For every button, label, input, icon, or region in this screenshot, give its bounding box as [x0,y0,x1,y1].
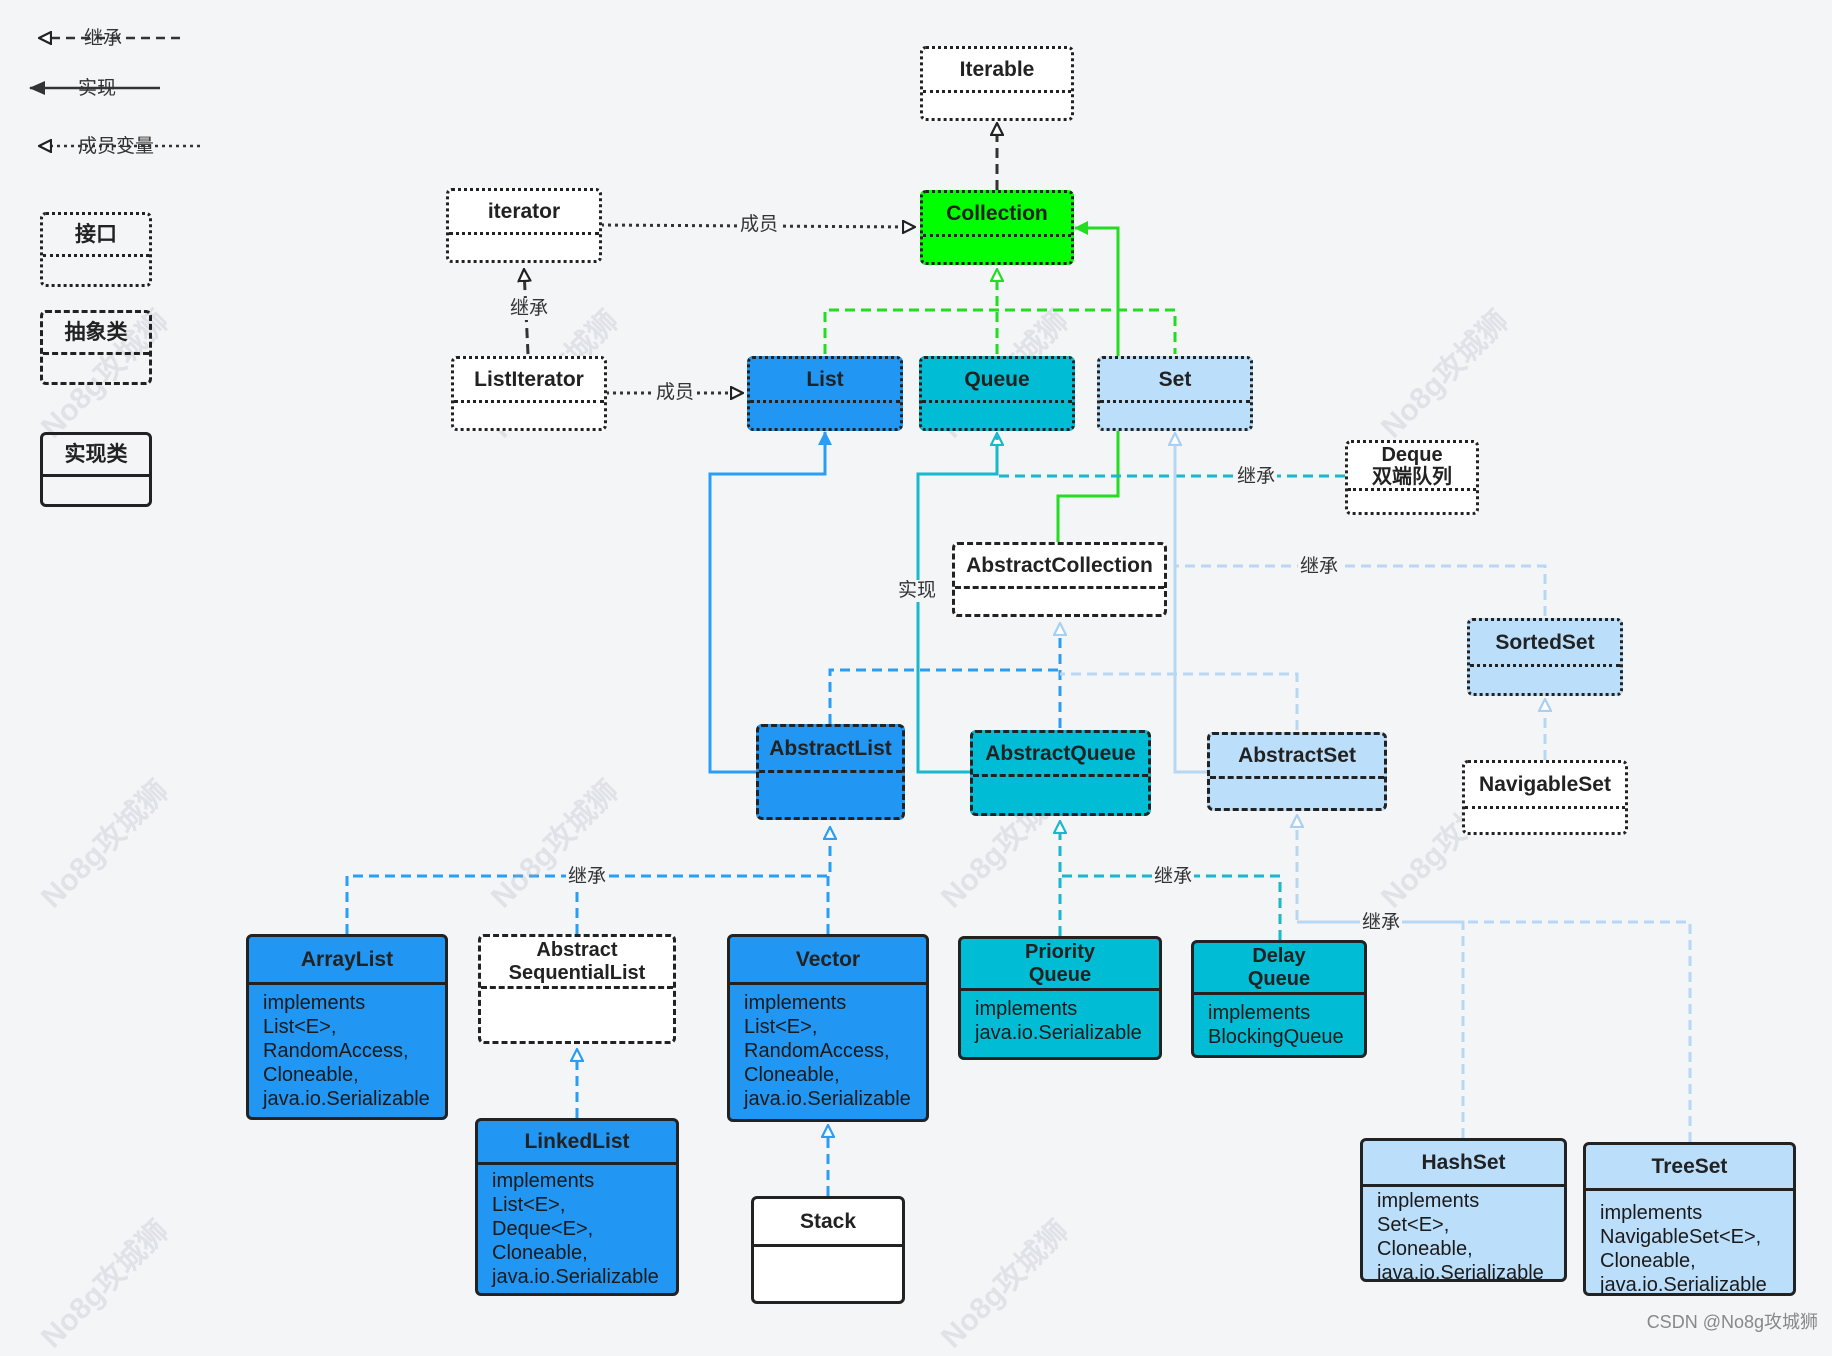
node-iterator[interactable]: iterator [446,188,602,263]
node-title: Delay Queue [1194,943,1364,995]
node-title: Abstract SequentialList [481,937,673,989]
node-title: Vector [730,937,926,985]
node-stack[interactable]: Stack [751,1196,905,1304]
node-body: implements NavigableSet<E>, Cloneable, j… [1600,1202,1767,1296]
node-body: implements List<E>, Deque<E>, Cloneable,… [492,1170,659,1288]
node-set[interactable]: Set [1097,356,1253,431]
legend-member-label: 成员变量 [78,136,155,157]
node-deque[interactable]: Deque 双端队列 [1345,440,1479,515]
node-title: List [750,359,900,403]
node-collection[interactable]: Collection [920,190,1074,265]
node-listiterator[interactable]: ListIterator [451,356,607,431]
edge-arraylist-abstractlist [345,874,830,934]
node-body: implements List<E>, RandomAccess, Clonea… [744,992,911,1110]
edge-label-inherit: 继承 [1152,866,1195,888]
edge-listiterator-iterator [524,270,528,355]
node-title: Iterable [923,49,1071,93]
edge-abstractlist-abstractcollection [828,668,1060,724]
node-priorityqueue[interactable]: Priority Queue implements java.io.Serial… [958,936,1162,1060]
legend-impl-label: 实现类 [43,435,149,477]
edge-label-inherit: 继承 [1298,556,1341,578]
edge-label-member: 成员 [654,382,697,404]
node-abstractset[interactable]: AbstractSet [1207,732,1387,811]
node-body: implements List<E>, RandomAccess, Clonea… [263,992,430,1110]
node-title: AbstractSet [1210,735,1384,779]
node-queue[interactable]: Queue [919,356,1075,431]
node-title: Set [1100,359,1250,403]
node-linkedlist[interactable]: LinkedList implements List<E>, Deque<E>,… [475,1118,679,1296]
node-delayqueue[interactable]: Delay Queue implements BlockingQueue [1191,940,1367,1058]
edge-delayqueue-abstractqueue [1060,874,1282,940]
node-abstractqueue[interactable]: AbstractQueue [970,730,1151,816]
legend-inherit-label: 继承 [84,28,123,49]
edge-abstractset-abstractcollection [1060,672,1299,730]
legend-abstract-box: 抽象类 [40,310,152,385]
legend-interface-label: 接口 [43,215,149,257]
node-title: HashSet [1363,1141,1564,1187]
legend-abstract-label: 抽象类 [43,313,149,355]
node-title: ArrayList [249,937,445,985]
node-title: SortedSet [1470,621,1620,667]
node-title: TreeSet [1586,1145,1793,1191]
edge-treeset-abstractset [1297,920,1692,1142]
edge-label-inherit: 继承 [566,866,609,888]
edge-vector-abstractlist [828,828,830,934]
node-title: iterator [449,191,599,235]
node-body: implements java.io.Serializable [975,998,1142,1044]
node-vector[interactable]: Vector implements List<E>, RandomAccess,… [727,934,929,1122]
node-title: NavigableSet [1465,763,1625,809]
legend-implement-label: 实现 [78,78,117,99]
node-title: Collection [923,193,1071,237]
node-abstractcollection[interactable]: AbstractCollection [952,542,1167,617]
legend-impl-box: 实现类 [40,432,152,507]
legend-interface-box: 接口 [40,212,152,287]
edge-deque-queue [995,436,1345,478]
node-body: implements Set<E>, Cloneable, java.io.Se… [1377,1190,1544,1282]
node-body: implements BlockingQueue [1208,1002,1344,1048]
edge-label-inherit: 继承 [1235,466,1278,488]
node-title: AbstractQueue [973,733,1148,777]
node-abstractlist[interactable]: AbstractList [756,724,905,820]
node-title: AbstractCollection [955,545,1164,589]
node-abstractsequentiallist[interactable]: Abstract SequentialList [478,934,676,1044]
node-iterable[interactable]: Iterable [920,46,1074,121]
node-title: ListIterator [454,359,604,403]
node-title: Queue [922,359,1072,403]
edge-abstractlist-list [708,431,832,774]
edge-label-implement: 实现 [896,580,939,602]
edge-label-inherit: 继承 [1360,912,1403,934]
edge-list-collection [823,308,1177,354]
node-sortedset[interactable]: SortedSet [1467,618,1623,696]
edge-abstractcollection-collection [1056,221,1120,542]
edge-label-inherit: 继承 [508,298,551,320]
node-arraylist[interactable]: ArrayList implements List<E>, RandomAcce… [246,934,448,1120]
edge-label-member: 成员 [738,214,781,236]
node-treeset[interactable]: TreeSet implements NavigableSet<E>, Clon… [1583,1142,1796,1296]
edge-abstractset-set [1175,434,1207,774]
node-title: Deque 双端队列 [1348,443,1476,491]
edge-abstractqueue-queue [916,434,997,774]
credit-text: CSDN @No8g攻城狮 [1646,1312,1818,1332]
node-title: Priority Queue [961,939,1159,991]
node-title: Stack [754,1199,902,1247]
edge-sortedset-set [1175,564,1547,616]
node-title: AbstractList [759,727,902,773]
node-hashset[interactable]: HashSet implements Set<E>, Cloneable, ja… [1360,1138,1567,1282]
node-title: LinkedList [478,1121,676,1165]
node-list[interactable]: List [747,356,903,431]
edge-hashset-abstractset [1297,816,1465,1138]
node-navigableset[interactable]: NavigableSet [1462,760,1628,835]
